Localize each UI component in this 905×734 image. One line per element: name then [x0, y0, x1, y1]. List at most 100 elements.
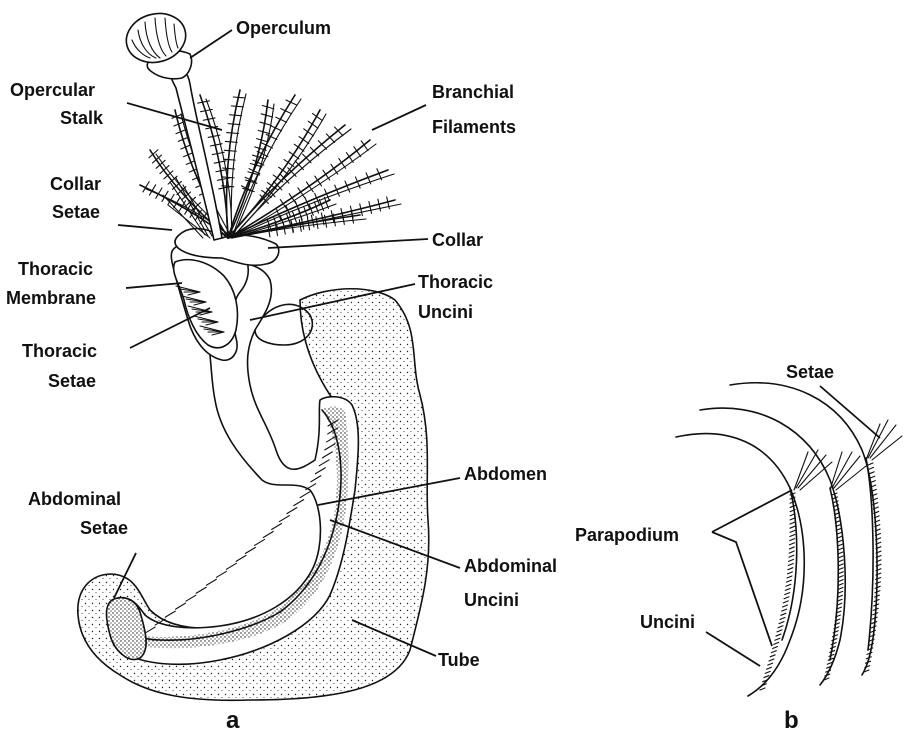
pinnule: [198, 102, 203, 103]
uncinus-tick: [787, 572, 792, 574]
abdominal-uncinus-row: [255, 539, 265, 545]
pinnule: [262, 106, 267, 107]
pinnule: [258, 130, 263, 131]
pinnule: [298, 188, 301, 192]
pinnule: [331, 164, 334, 168]
pinnule: [143, 188, 146, 192]
uncinus-tick: [764, 676, 769, 678]
pinnule: [321, 213, 322, 218]
segment-arc-1: [676, 434, 804, 696]
uncinus-tick: [788, 564, 793, 566]
pinnule: [156, 165, 160, 168]
uncinus-tick: [789, 547, 794, 549]
panel-label-b: b: [784, 707, 799, 734]
uncinus-tick: [869, 467, 874, 469]
pinnule: [164, 191, 168, 197]
uncinus-tick: [768, 663, 773, 665]
pinnule: [221, 169, 228, 170]
pinnule: [203, 101, 210, 102]
label-thoracic-setae-line2: Setae: [48, 371, 96, 391]
pinnule: [301, 192, 305, 198]
pinnule: [228, 168, 235, 169]
uncinus-tick: [785, 588, 790, 590]
pinnule: [335, 127, 338, 131]
pinnule: [291, 102, 297, 105]
pinnule: [377, 169, 379, 174]
uncinus-tick: [790, 543, 795, 545]
pinnule: [232, 133, 239, 134]
pinnule: [292, 226, 293, 233]
pinnule: [325, 220, 326, 227]
pinnule: [355, 177, 357, 182]
figure-a-drawing: [78, 7, 429, 700]
pinnule: [255, 147, 260, 148]
uncinus-tick: [766, 667, 771, 669]
pinnule: [306, 182, 309, 186]
label-thoracic-membrane-line2: Membrane: [6, 288, 96, 308]
pinnule: [308, 132, 314, 136]
pinnule: [323, 170, 326, 174]
label-branchial-filaments-line1: Branchial: [432, 82, 514, 102]
figure-b-drawing: [676, 383, 902, 696]
pinnule: [307, 218, 308, 223]
abdominal-uncinus-row: [263, 531, 273, 537]
uncinus-tick: [782, 609, 787, 611]
uncinus-tick: [784, 597, 789, 599]
pinnule: [295, 161, 298, 165]
pinnule: [214, 162, 219, 163]
pinnule: [280, 119, 286, 122]
pinnule: [360, 204, 361, 209]
uncinus-tick: [771, 651, 776, 653]
figure-b-labels: Setae Parapodium Uncini b: [575, 362, 834, 734]
pinnule: [233, 124, 240, 125]
uncinus-tick: [765, 671, 770, 673]
pinnule: [257, 139, 262, 140]
uncinus-tick: [838, 568, 843, 570]
uncinus-tick: [790, 534, 795, 536]
uncinus-tick: [779, 622, 784, 624]
pinnule: [158, 188, 162, 194]
label-abdomen: Abdomen: [464, 464, 547, 484]
abdominal-uncinus-row: [294, 500, 304, 506]
pinnule: [366, 173, 368, 178]
pinnule: [227, 186, 234, 187]
pinnule: [286, 213, 288, 218]
pinnule: [201, 111, 206, 112]
pinnule: [317, 222, 318, 229]
pinnule: [205, 109, 212, 110]
pinnule: [271, 136, 277, 139]
label-opercular-stalk-line1: Opercular: [10, 80, 95, 100]
pinnule: [354, 147, 357, 151]
pinnule: [369, 202, 370, 207]
pinnule: [183, 155, 188, 157]
uncinus-tick: [788, 568, 793, 570]
pinnule: [249, 169, 254, 171]
pinnule: [289, 194, 292, 198]
pinnule: [339, 158, 342, 162]
leader-collar: [268, 239, 428, 248]
label-thoracic-membrane-line1: Thoracic: [18, 259, 93, 279]
pinnule: [153, 150, 158, 155]
uncinus-tick: [870, 476, 875, 478]
uncinus-tick: [786, 580, 791, 582]
pinnule: [238, 97, 245, 98]
leader-uncini: [706, 632, 760, 666]
uncinus-tick: [781, 613, 786, 615]
uncinus-tick: [774, 642, 779, 644]
pinnule: [241, 186, 246, 188]
label-thoracic-uncini-line2: Uncini: [418, 302, 473, 322]
pinnule: [162, 197, 165, 201]
pinnule: [253, 155, 258, 156]
pinnule: [292, 211, 294, 216]
uncinus-tick: [777, 630, 782, 632]
pinnule: [146, 182, 150, 188]
uncinus-tick: [875, 582, 880, 584]
pinnule: [312, 220, 314, 227]
pinnule: [308, 121, 312, 124]
label-uncini: Uncini: [640, 612, 695, 632]
abdominal-uncinus-row: [236, 555, 246, 561]
uncinus-tick: [782, 605, 787, 607]
abdominal-uncinus-row: [206, 579, 216, 585]
label-abdominal-uncini-line2: Uncini: [464, 590, 519, 610]
